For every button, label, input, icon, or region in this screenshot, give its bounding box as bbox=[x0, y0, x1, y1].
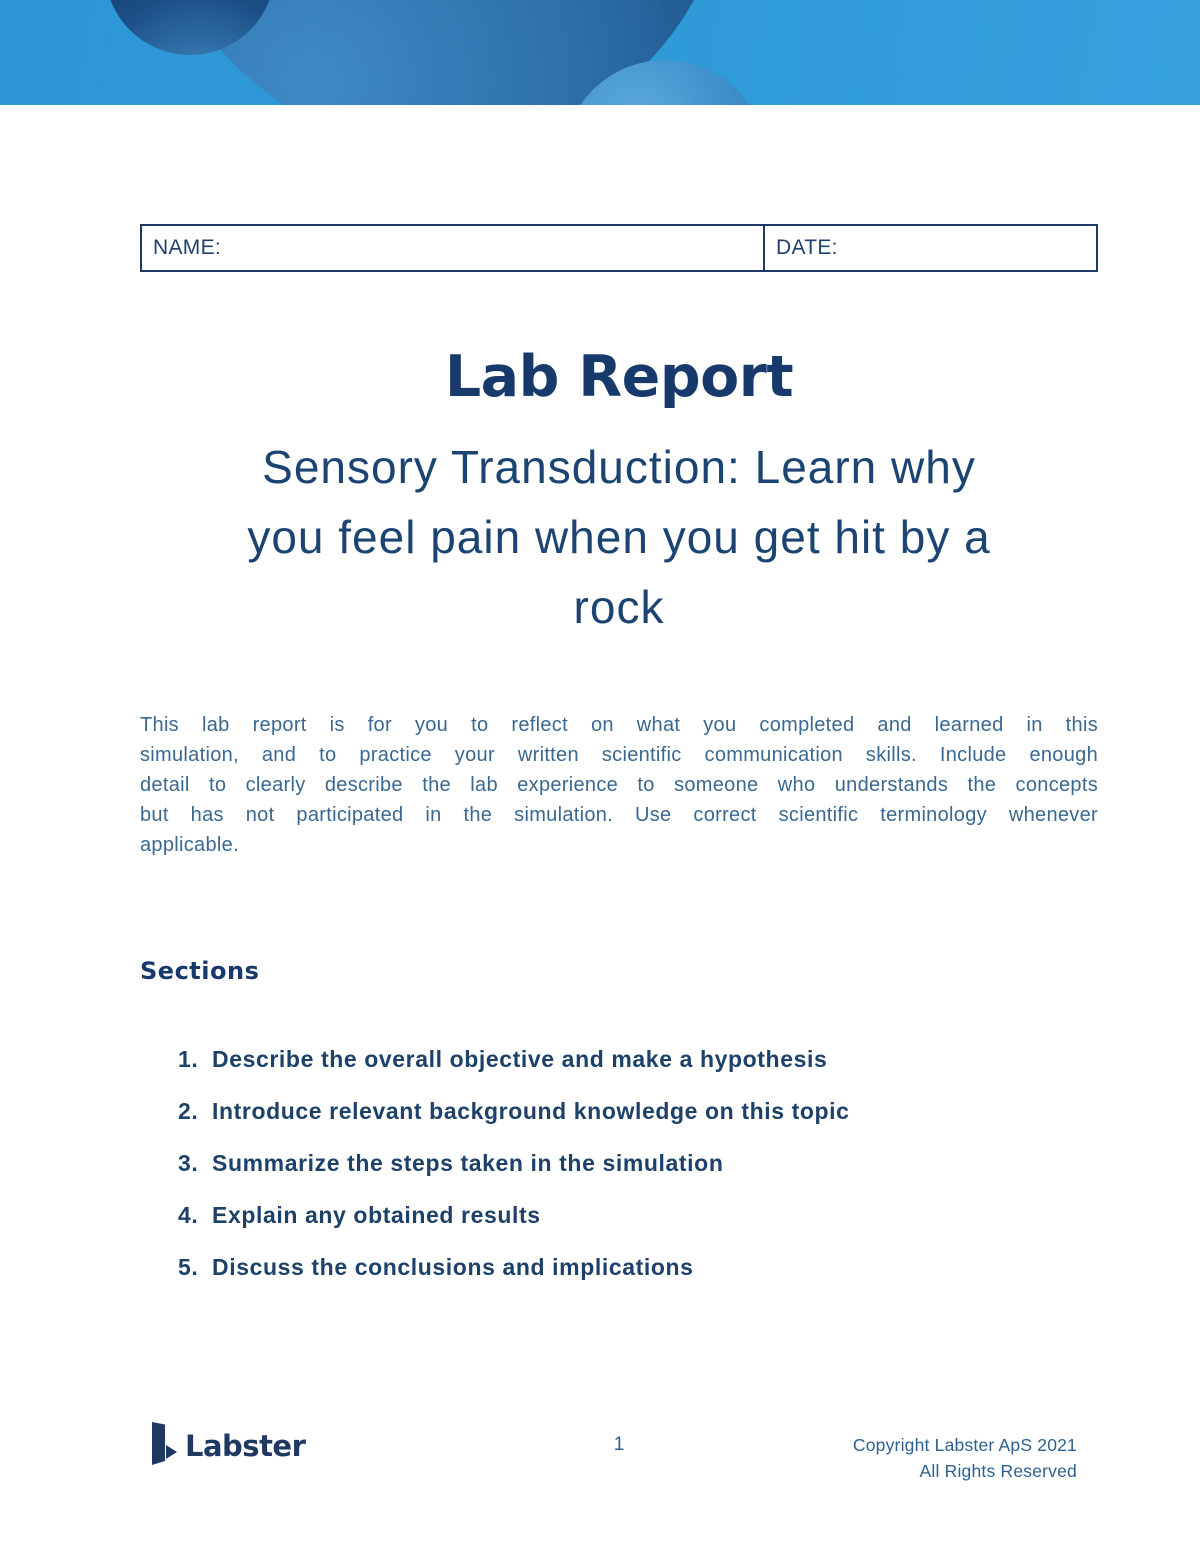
date-field[interactable]: DATE: bbox=[765, 226, 1096, 270]
page-number: 1 bbox=[613, 1434, 625, 1455]
copyright-notice: Copyright Labster ApS 2021 All Rights Re… bbox=[853, 1432, 1077, 1484]
list-item: 4. Explain any obtained results bbox=[178, 1200, 1098, 1230]
sections-list: 1. Describe the overall objective and ma… bbox=[178, 1044, 1098, 1304]
list-item-number: 2. bbox=[178, 1098, 199, 1124]
list-item-text: Describe the overall objective and make … bbox=[212, 1046, 828, 1072]
list-item-text: Explain any obtained results bbox=[212, 1202, 541, 1228]
list-item-number: 3. bbox=[178, 1150, 199, 1176]
sections-heading: Sections bbox=[140, 957, 260, 985]
intro-line: This lab report is for you to reflect on… bbox=[140, 714, 1098, 736]
list-item-number: 1. bbox=[178, 1046, 199, 1072]
list-item-number: 4. bbox=[178, 1202, 199, 1228]
subtitle-line: you feel pain when you get hit by a bbox=[247, 511, 991, 563]
list-item-text: Summarize the steps taken in the simulat… bbox=[212, 1150, 724, 1176]
date-label: DATE: bbox=[776, 236, 838, 259]
copyright-line: Copyright Labster ApS 2021 bbox=[852, 1435, 1077, 1455]
name-field[interactable]: NAME: bbox=[142, 226, 765, 270]
list-item: 3. Summarize the steps taken in the simu… bbox=[178, 1148, 1098, 1178]
page-title: Lab Report bbox=[444, 344, 794, 410]
intro-line: applicable. bbox=[140, 834, 239, 856]
intro-line: detail to clearly describe the lab exper… bbox=[140, 774, 1098, 796]
copyright-line: All Rights Reserved bbox=[919, 1461, 1077, 1481]
list-item-number: 5. bbox=[178, 1254, 199, 1280]
subtitle-line: rock bbox=[573, 581, 665, 633]
name-date-table: NAME: DATE: bbox=[140, 224, 1098, 272]
intro-paragraph: This lab report is for you to reflect on… bbox=[140, 710, 1098, 860]
intro-line: simulation, and to practice your written… bbox=[140, 744, 1098, 766]
intro-line: but has not participated in the simulati… bbox=[140, 804, 1098, 826]
name-label: NAME: bbox=[153, 236, 222, 259]
list-item: 1. Describe the overall objective and ma… bbox=[178, 1044, 1098, 1074]
labster-logo: Labster bbox=[150, 1421, 306, 1471]
simulation-subtitle: Sensory Transduction: Learn why you feel… bbox=[100, 432, 1138, 642]
labster-brand-text: Labster bbox=[185, 1429, 306, 1463]
list-item: 2. Introduce relevant background knowled… bbox=[178, 1096, 1098, 1126]
labster-flag-icon bbox=[150, 1421, 177, 1471]
list-item-text: Discuss the conclusions and implications bbox=[212, 1254, 694, 1280]
header-banner bbox=[0, 0, 1200, 105]
list-item: 5. Discuss the conclusions and implicati… bbox=[178, 1252, 1098, 1282]
subtitle-line: Sensory Transduction: Learn why bbox=[262, 441, 976, 493]
list-item-text: Introduce relevant background knowledge … bbox=[212, 1098, 850, 1124]
